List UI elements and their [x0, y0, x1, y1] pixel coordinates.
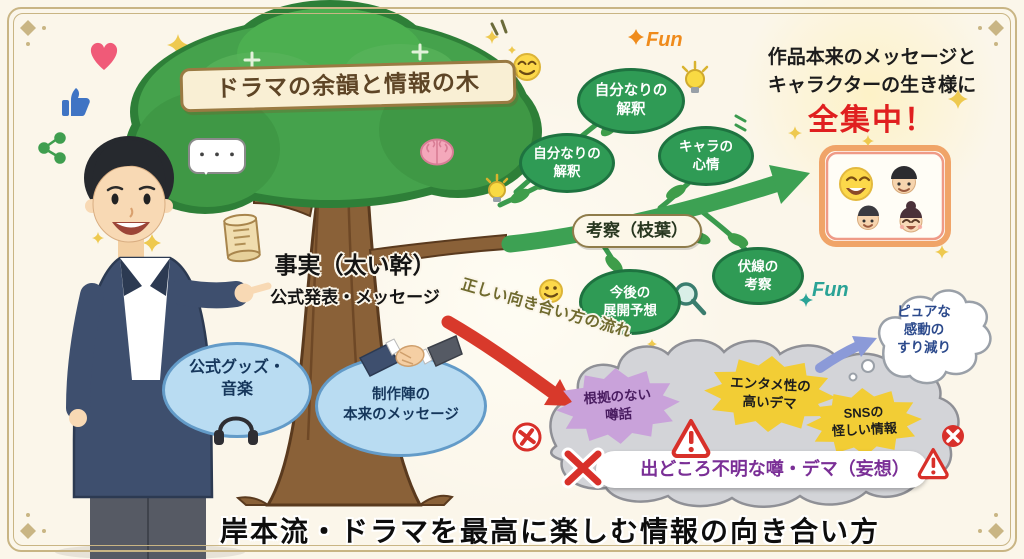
- chevron-marks: [734, 114, 747, 132]
- warning-icon-1: [671, 419, 711, 458]
- focus-emphasis: 全集中！: [808, 104, 936, 138]
- focus-block: 作品本来のメッセージと キャラクターの生き様に 全集中！: [750, 44, 994, 139]
- corner-ornament-icons: [20, 20, 1004, 539]
- lightbulb-icon-2: [485, 173, 509, 202]
- character-feelings-bubble: キャラの 心情: [658, 126, 754, 186]
- headphones-icon: [214, 416, 258, 445]
- viewer-face-2: [857, 205, 879, 230]
- interpretation-bubble-1: 自分なりの 解釈: [577, 68, 685, 134]
- emotion-erosion-thought: ピュアな 感動の すり減り: [897, 304, 951, 356]
- bottom-caption: 岸本流・ドラマを最高に楽しむ情報の向き合い方: [219, 516, 880, 547]
- thought-bubble-shape: [848, 289, 992, 385]
- warning-icon-2: [917, 448, 949, 480]
- brain-icon: [420, 138, 454, 166]
- viewer-face-3: [899, 201, 923, 233]
- foreshadowing-bubble: 伏線の 考察: [712, 247, 804, 305]
- fact-trunk-sublabel: 公式発表・メッセージ: [270, 288, 440, 307]
- heart-icon: [90, 42, 118, 70]
- laughing-emoji-icon: [839, 167, 873, 201]
- erosion-arrow: [815, 336, 877, 373]
- focus-line1: 作品本来のメッセージと: [767, 47, 977, 68]
- consideration-branch-label: 考察（枝葉）: [572, 214, 702, 248]
- official-goods-bubble: 公式グッズ・ 音楽: [162, 342, 312, 438]
- man-illustration: [55, 136, 272, 559]
- photo-frame-icon: [819, 145, 951, 247]
- viewer-face-1: [891, 166, 917, 194]
- red-warning-arrow: [441, 315, 574, 406]
- speech-ellipsis-bubble: ・・・: [188, 138, 246, 175]
- fun-top-star-icon: [628, 29, 644, 45]
- smiley-icon-2: [539, 279, 563, 303]
- thumbs-up-icon: [62, 88, 90, 116]
- cross-badge-right: [942, 425, 964, 447]
- share-icon: [38, 132, 66, 164]
- fun-side-label: Fun: [812, 279, 849, 301]
- focus-line2: キャラクターの生き様に: [767, 74, 977, 96]
- smiley-icon-1: [513, 53, 541, 81]
- fun-side-star-icon: [799, 293, 813, 307]
- fun-top-label: Fun: [646, 29, 683, 51]
- future-prediction-bubble: 今後の 展開予想: [579, 269, 681, 335]
- fact-trunk-label: 事実（太い幹）: [274, 252, 436, 278]
- staff-message-bubble: 制作陣の 本来のメッセージ: [315, 355, 487, 457]
- cross-icon-banner: [561, 447, 605, 489]
- handshake-icon: [358, 334, 463, 377]
- cross-badge-left: [512, 422, 542, 452]
- scroll-icon: [223, 213, 261, 263]
- lightbulb-icon-1: [681, 60, 709, 93]
- interpretation-bubble-2: 自分なりの 解釈: [519, 133, 615, 193]
- social-icons: [38, 42, 118, 164]
- unknown-rumor-banner: 出どころ不明な噂・デマ（妄想）: [596, 451, 928, 488]
